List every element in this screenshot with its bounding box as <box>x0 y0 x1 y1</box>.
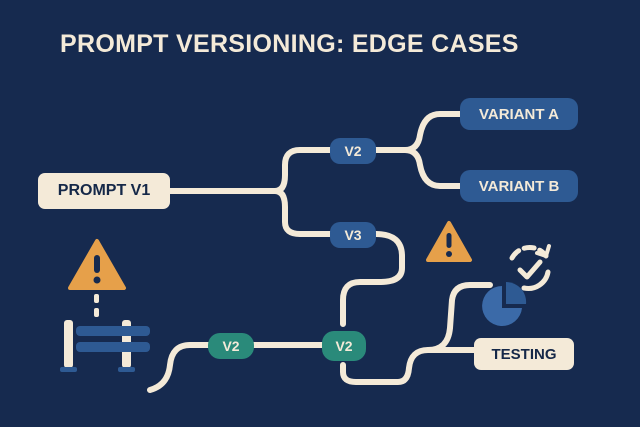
prompt-v1-node: PROMPT V1 <box>38 173 170 209</box>
connector-branch-to-v2 <box>272 147 333 194</box>
connector-branch-to-v3 <box>272 188 333 237</box>
diagram-title: PROMPT VERSIONING: EDGE CASES <box>60 30 519 58</box>
version-node-v2-bottom-right: V2 <box>322 331 366 361</box>
connector-gate-to-v2-left <box>147 342 213 393</box>
connector-split-to-variant-a <box>402 111 465 153</box>
variant-a-node: VARIANT A <box>460 98 578 130</box>
connector-v3-to-v2-right <box>340 231 405 327</box>
warning-icon <box>426 221 472 262</box>
testing-node: TESTING <box>474 338 574 370</box>
version-node-v3: V3 <box>330 222 376 248</box>
connector-testing-to-chart <box>425 282 493 353</box>
version-node-v2-bottom-left: V2 <box>208 333 254 359</box>
refresh-check-icon <box>509 244 551 291</box>
variant-b-node: VARIANT B <box>460 170 578 202</box>
version-node-v2-top: V2 <box>330 138 376 164</box>
pie-chart-icon <box>482 281 527 326</box>
connector-split-to-variant-b <box>402 147 465 189</box>
gate-barrier-icon <box>60 294 150 372</box>
connector-v2-right-to-testing <box>340 347 477 385</box>
warning-icon <box>68 239 126 290</box>
